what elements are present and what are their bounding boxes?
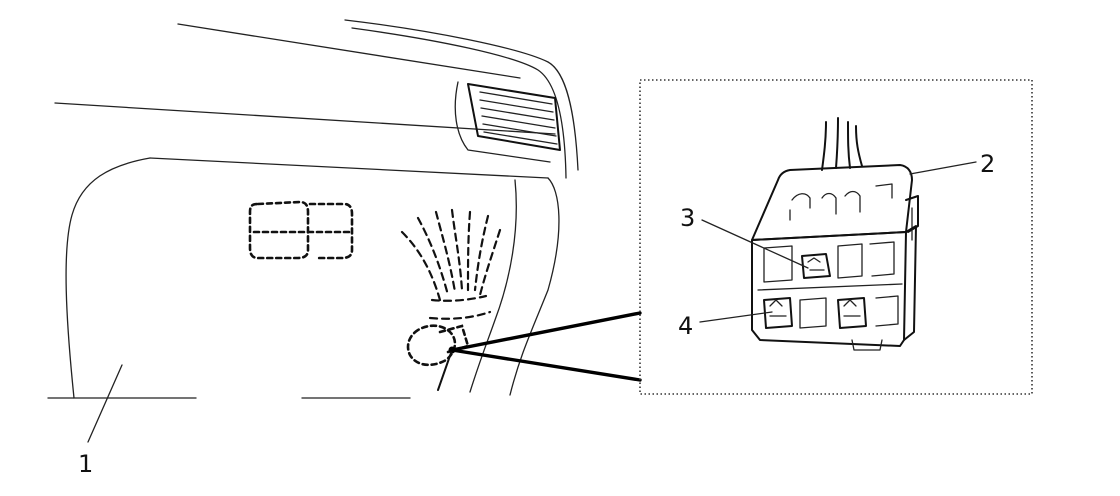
hidden-wiring-harness xyxy=(400,208,502,391)
callout-label-2: 2 xyxy=(980,150,995,178)
connector-detail xyxy=(751,117,919,351)
air-vent xyxy=(454,81,561,163)
leader-lines xyxy=(450,311,642,382)
callout-label-1: 1 xyxy=(78,450,93,478)
dashboard-panel xyxy=(54,19,579,399)
callout-3: 3 xyxy=(680,204,809,269)
detail-inset xyxy=(639,79,1033,395)
callout-1: 1 xyxy=(78,364,123,478)
callout-4: 4 xyxy=(678,311,773,340)
callout-label-4: 4 xyxy=(678,312,693,340)
fuse-box-cover-outline xyxy=(248,200,354,260)
callout-2: 2 xyxy=(909,150,995,178)
callout-label-3: 3 xyxy=(680,204,695,232)
